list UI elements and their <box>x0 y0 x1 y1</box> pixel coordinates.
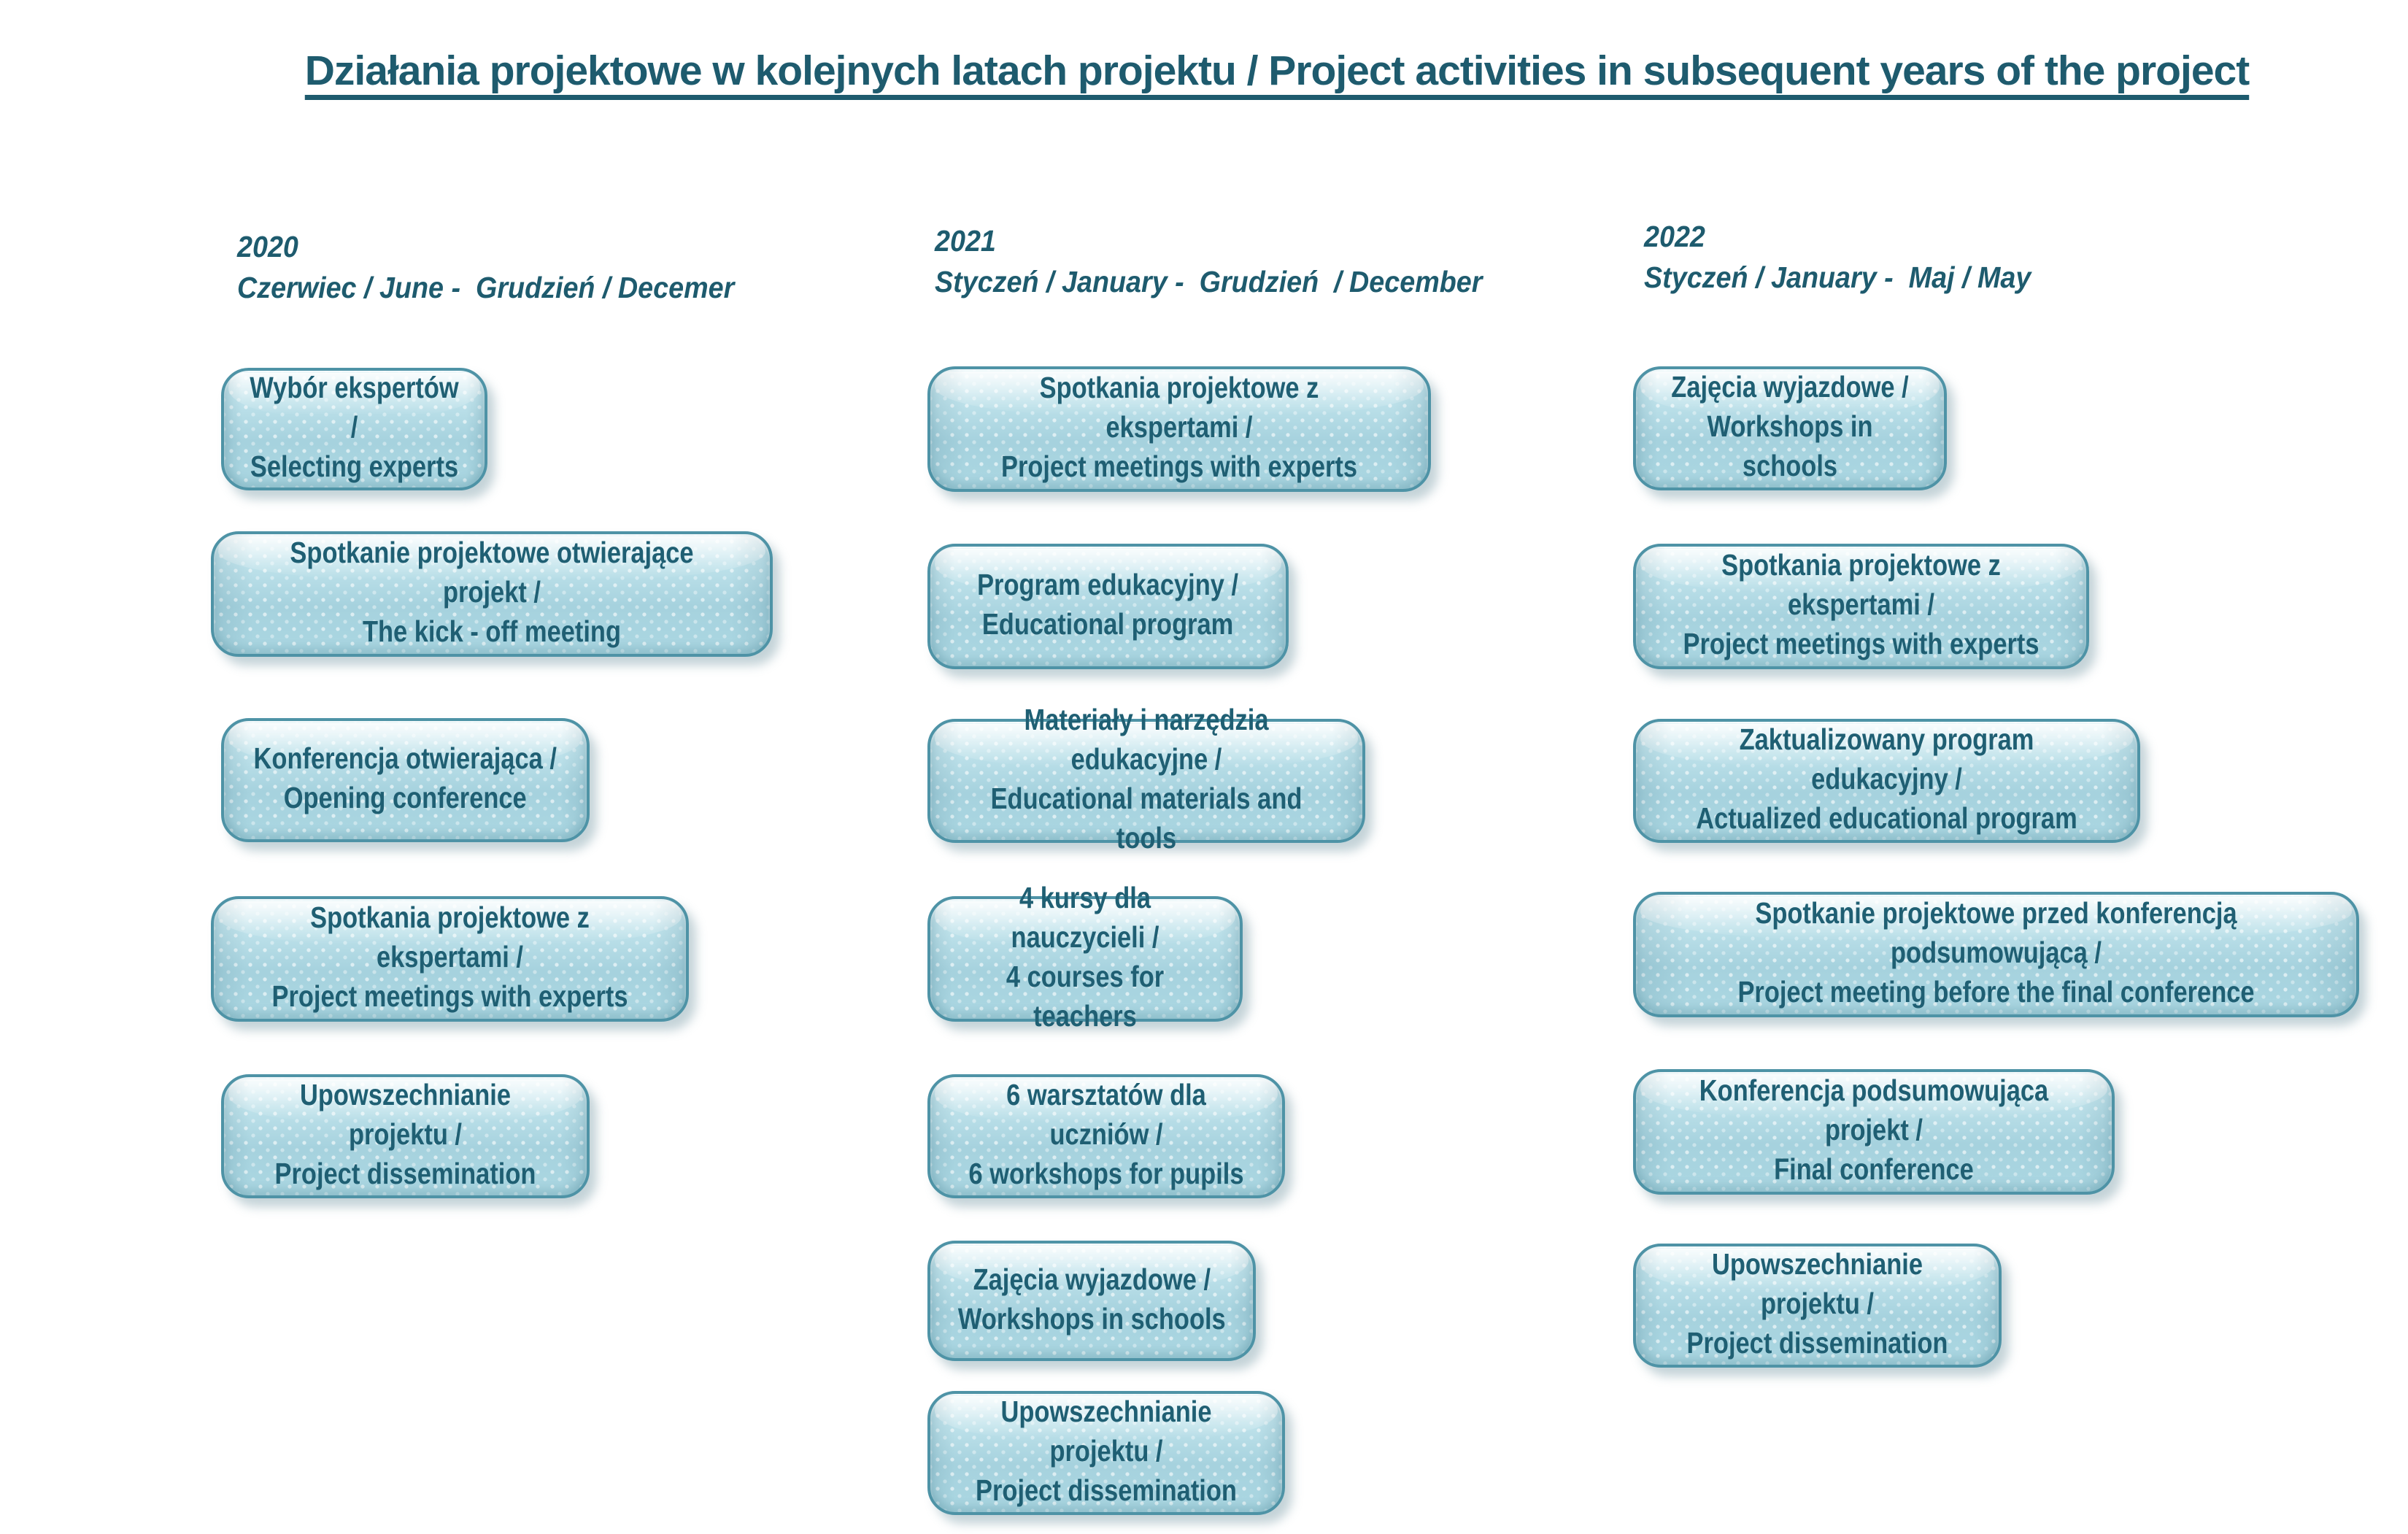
activity-box-label: Program edukacyjny / Educational program <box>977 568 1239 641</box>
year-label-2021: 2021 <box>935 224 996 258</box>
activity-box-label: Zaktualizowany program edukacyjny / Actu… <box>1696 722 2077 835</box>
activity-box-2022-4: Spotkanie projektowe przed konferencją p… <box>1633 892 2359 1017</box>
activity-box-label: Spotkanie projektowe otwierające projekt… <box>290 536 694 648</box>
period-label-2022: Styczeń / January - Maj / May <box>1644 261 2031 294</box>
activity-box-2021-5: 6 warsztatów dla uczniów / 6 workshops f… <box>927 1074 1285 1198</box>
activity-box-2022-2: Spotkania projektowe z ekspertami / Proj… <box>1633 544 2089 669</box>
activity-box-2022-3: Zaktualizowany program edukacyjny / Actu… <box>1633 719 2140 843</box>
activity-box-label: Spotkania projektowe z ekspertami / Proj… <box>1000 371 1358 483</box>
activity-box-2020-2: Spotkanie projektowe otwierające projekt… <box>211 531 773 657</box>
period-label-2021: Styczeń / January - Grudzień / December <box>935 265 1483 298</box>
year-label-2022: 2022 <box>1644 220 1705 253</box>
activity-box-2021-1: Spotkania projektowe z ekspertami / Proj… <box>927 366 1431 492</box>
activity-box-2022-1: Zajęcia wyjazdowe / Workshops in schools <box>1633 366 1947 490</box>
activity-box-label: Spotkanie projektowe przed konferencją p… <box>1737 896 2255 1009</box>
activity-box-label: Spotkania projektowe z ekspertami / Proj… <box>1683 548 2040 660</box>
activity-box-2022-5: Konferencja podsumowująca projekt / Fina… <box>1633 1069 2115 1195</box>
activity-box-label: Zajęcia wyjazdowe / Workshops in schools <box>957 1262 1226 1335</box>
column-header-2022: 2022 Styczeń / January - Maj / May <box>1644 216 2064 298</box>
year-label-2020: 2020 <box>237 230 298 263</box>
activity-box-2021-2: Program edukacyjny / Educational program <box>927 544 1289 669</box>
activity-box-label: 6 warsztatów dla uczniów / 6 workshops f… <box>968 1078 1244 1190</box>
activity-box-2020-1: Wybór ekspertów / Selecting experts <box>221 368 487 490</box>
activity-box-2021-7: Upowszechnianie projektu / Project disse… <box>927 1391 1285 1515</box>
period-label-2020: Czerwiec / June - Grudzień / Decemer <box>237 271 735 304</box>
column-header-2021: 2021 Styczeń / January - Grudzień / Dece… <box>935 220 1530 302</box>
activity-box-label: Wybór ekspertów / Selecting experts <box>250 371 459 483</box>
activity-box-2021-6: Zajęcia wyjazdowe / Workshops in schools <box>927 1241 1256 1361</box>
activity-box-2022-6: Upowszechnianie projektu / Project disse… <box>1633 1244 2002 1368</box>
activity-box-2020-3: Konferencja otwierająca / Opening confer… <box>221 718 590 842</box>
activity-box-label: Materiały i narzędzia edukacyjne / Educa… <box>990 703 1303 855</box>
activity-box-label: Spotkania projektowe z ekspertami / Proj… <box>271 901 628 1013</box>
activity-box-2021-3: Materiały i narzędzia edukacyjne / Educa… <box>927 703 1365 855</box>
activity-box-2020-5: Upowszechnianie projektu / Project disse… <box>221 1074 590 1198</box>
activity-box-label: 4 kursy dla nauczycieli / 4 courses for … <box>1006 881 1165 1033</box>
activity-box-2020-4: Spotkania projektowe z ekspertami / Proj… <box>211 896 689 1022</box>
activity-box-label: Konferencja podsumowująca projekt / Fina… <box>1699 1074 2049 1186</box>
activity-box-2021-4: 4 kursy dla nauczycieli / 4 courses for … <box>927 881 1243 1033</box>
activity-box-label: Konferencja otwierająca / Opening confer… <box>253 741 557 814</box>
activity-box-label: Upowszechnianie projektu / Project disse… <box>274 1078 536 1190</box>
column-header-2020: 2020 Czerwiec / June - Grudzień / Deceme… <box>237 226 778 308</box>
activity-box-label: Upowszechnianie projektu / Project disse… <box>1686 1247 1948 1360</box>
activity-box-label: Zajęcia wyjazdowe / Workshops in schools <box>1671 370 1909 482</box>
page-title: Działania projektowe w kolejnych latach … <box>304 47 2250 95</box>
activity-box-label: Upowszechnianie projektu / Project disse… <box>976 1395 1237 1507</box>
